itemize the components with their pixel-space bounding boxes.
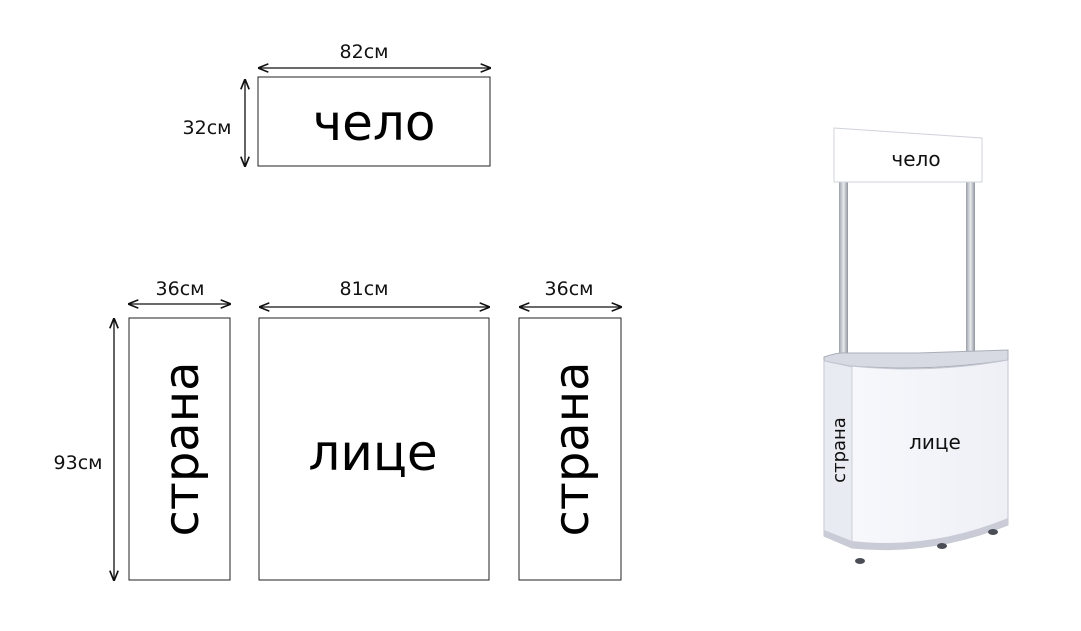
stand-header-label: чело bbox=[891, 147, 940, 171]
front-panel-group: 81см лице bbox=[258, 278, 490, 581]
front-panel-label: лице bbox=[308, 424, 437, 482]
front-panel bbox=[258, 317, 490, 581]
stand-pole-right bbox=[966, 178, 975, 358]
stand-header-board bbox=[833, 127, 983, 183]
height-label: 93см bbox=[54, 452, 103, 474]
stand-base-trim bbox=[824, 518, 1008, 550]
left-side-panel-label: страна bbox=[154, 361, 210, 536]
stand-side-label: страна bbox=[829, 417, 850, 483]
left-side-width-label: 36см bbox=[156, 278, 205, 300]
right-side-panel-group: 36см страна bbox=[518, 278, 622, 581]
front-width-label: 81см bbox=[340, 278, 389, 300]
stand-wheel-left bbox=[855, 558, 865, 564]
right-side-width-label: 36см bbox=[545, 278, 594, 300]
top-panel-group: 82см 32см чело bbox=[183, 41, 490, 166]
stand-pole-left bbox=[839, 178, 848, 358]
right-side-panel-label: страна bbox=[544, 361, 600, 536]
promo-stand: чело лице страна bbox=[823, 127, 1009, 564]
top-panel bbox=[257, 76, 491, 167]
left-side-panel bbox=[128, 317, 231, 581]
stand-wheel-right bbox=[988, 529, 998, 535]
top-panel-height-label: 32см bbox=[183, 117, 232, 139]
top-panel-width-label: 82см bbox=[340, 41, 389, 63]
stand-front-label: лице bbox=[909, 430, 961, 454]
top-panel-label: чело bbox=[313, 94, 436, 152]
right-side-panel bbox=[518, 317, 622, 581]
left-side-panel-group: 36см 93см страна bbox=[54, 278, 230, 580]
stand-wheel-middle bbox=[937, 543, 947, 549]
